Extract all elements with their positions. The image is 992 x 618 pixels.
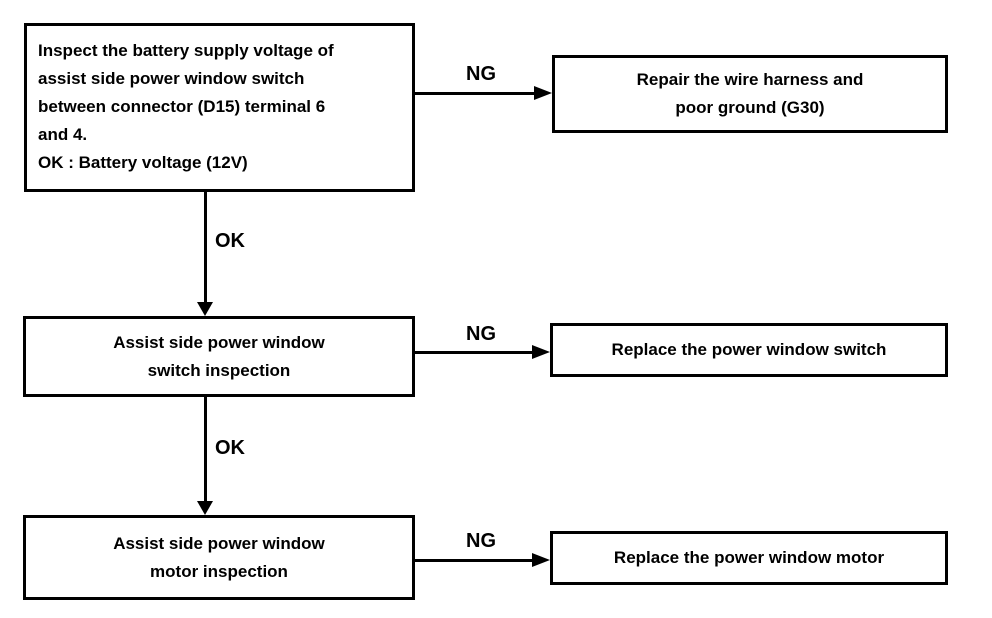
arrowhead-down-icon bbox=[197, 501, 213, 515]
flow-box-battery-voltage-inspection: Inspect the battery supply voltage of as… bbox=[24, 23, 415, 192]
flow-box-switch-inspection: Assist side power window switch inspecti… bbox=[23, 316, 415, 397]
flow-box-text-line: motor inspection bbox=[150, 561, 288, 581]
connector-label-ng: NG bbox=[466, 63, 496, 85]
arrowhead-right-icon bbox=[534, 86, 552, 100]
arrowhead-right-icon bbox=[532, 553, 550, 567]
flow-box-replace-window-switch: Replace the power window switch bbox=[550, 323, 948, 377]
flow-box-motor-inspection: Assist side power window motor inspectio… bbox=[23, 515, 415, 600]
connector-label-ok: OK bbox=[215, 230, 245, 252]
flow-box-text-line: Replace the power window switch bbox=[611, 340, 887, 359]
arrow-line-ng-step1-to-result1 bbox=[415, 92, 536, 95]
flow-box-text-line: Inspect the battery supply voltage of bbox=[38, 41, 334, 60]
flow-box-text-line: switch inspection bbox=[147, 360, 291, 380]
arrow-line-ng-step2-to-result2 bbox=[415, 351, 534, 354]
flow-box-text-line: Assist side power window bbox=[113, 533, 325, 553]
flow-box-text-line: Replace the power window motor bbox=[613, 548, 885, 567]
flow-box-text-line: assist side power window switch bbox=[38, 69, 305, 88]
flow-box-repair-wire-harness: Repair the wire harness and poor ground … bbox=[552, 55, 948, 133]
arrowhead-right-icon bbox=[532, 345, 550, 359]
flow-box-text-line: OK : Battery voltage (12V) bbox=[38, 153, 248, 172]
arrowhead-down-icon bbox=[197, 302, 213, 316]
flow-box-text-line: poor ground (G30) bbox=[675, 98, 825, 117]
connector-label-ng: NG bbox=[466, 323, 496, 345]
flow-box-text-line: Repair the wire harness and bbox=[636, 70, 864, 89]
arrow-line-ok-step2-to-step3 bbox=[204, 397, 207, 502]
arrow-line-ok-step1-to-step2 bbox=[204, 192, 207, 303]
flow-box-replace-window-motor: Replace the power window motor bbox=[550, 531, 948, 585]
flow-box-text-line: between connector (D15) terminal 6 bbox=[38, 97, 326, 116]
arrow-line-ng-step3-to-result3 bbox=[415, 559, 534, 562]
connector-label-ok: OK bbox=[215, 437, 245, 459]
flow-box-text-line: Assist side power window bbox=[113, 332, 325, 352]
flow-box-text-line: and 4. bbox=[38, 125, 88, 144]
connector-label-ng: NG bbox=[466, 530, 496, 552]
